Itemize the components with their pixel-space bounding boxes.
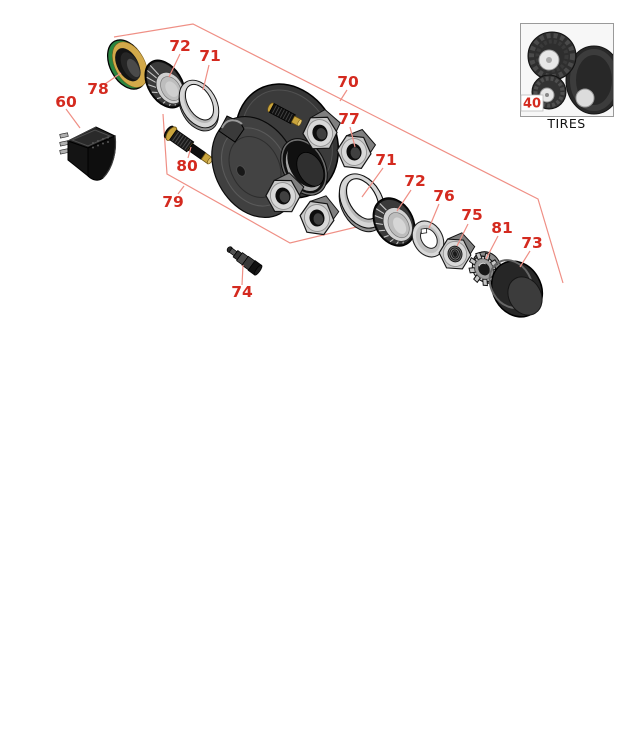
callout-72-mid[interactable]: 72 xyxy=(404,172,426,190)
part-switch-60 xyxy=(59,126,117,181)
callout-labels: 72 71 78 60 80 79 70 77 71 72 76 75 81 7… xyxy=(55,37,543,301)
callout-81[interactable]: 81 xyxy=(491,219,513,237)
part-seal-78 xyxy=(107,39,148,90)
part-stud-80 xyxy=(163,125,213,165)
outline-upper xyxy=(113,23,564,284)
tires-ref-box xyxy=(520,94,544,112)
callout-60[interactable]: 60 xyxy=(55,93,77,111)
callout-70[interactable]: 70 xyxy=(337,73,359,91)
callout-75[interactable]: 75 xyxy=(461,206,483,224)
callout-80[interactable]: 80 xyxy=(176,157,198,175)
part-dust-cap-73 xyxy=(488,259,544,318)
part-hub-70 xyxy=(211,83,340,219)
callout-77[interactable]: 77 xyxy=(338,110,360,128)
part-spindle-nut-75 xyxy=(438,232,476,270)
leader-lines xyxy=(65,53,531,286)
part-washer-76 xyxy=(411,220,445,258)
group-outline-lines xyxy=(113,23,564,284)
callout-74[interactable]: 74 xyxy=(231,283,253,301)
part-bearing-72-mid xyxy=(372,197,416,247)
callout-71-mid[interactable]: 71 xyxy=(375,151,397,169)
tires-ref-number[interactable]: 40 xyxy=(523,97,541,112)
callout-72-top[interactable]: 72 xyxy=(169,37,191,55)
outline-lower xyxy=(162,113,399,244)
tires-photo xyxy=(521,24,613,116)
callout-76[interactable]: 76 xyxy=(433,187,455,205)
callout-73[interactable]: 73 xyxy=(521,234,543,252)
tires-thumbnail[interactable]: 40 TIRES xyxy=(520,23,623,132)
part-bearing-72-top xyxy=(144,59,186,109)
callout-79[interactable]: 79 xyxy=(162,193,184,211)
callout-78[interactable]: 78 xyxy=(87,80,109,98)
part-grease-fitting-74 xyxy=(226,246,263,276)
callout-71-top[interactable]: 71 xyxy=(199,47,221,65)
tires-caption[interactable]: TIRES xyxy=(546,116,585,131)
